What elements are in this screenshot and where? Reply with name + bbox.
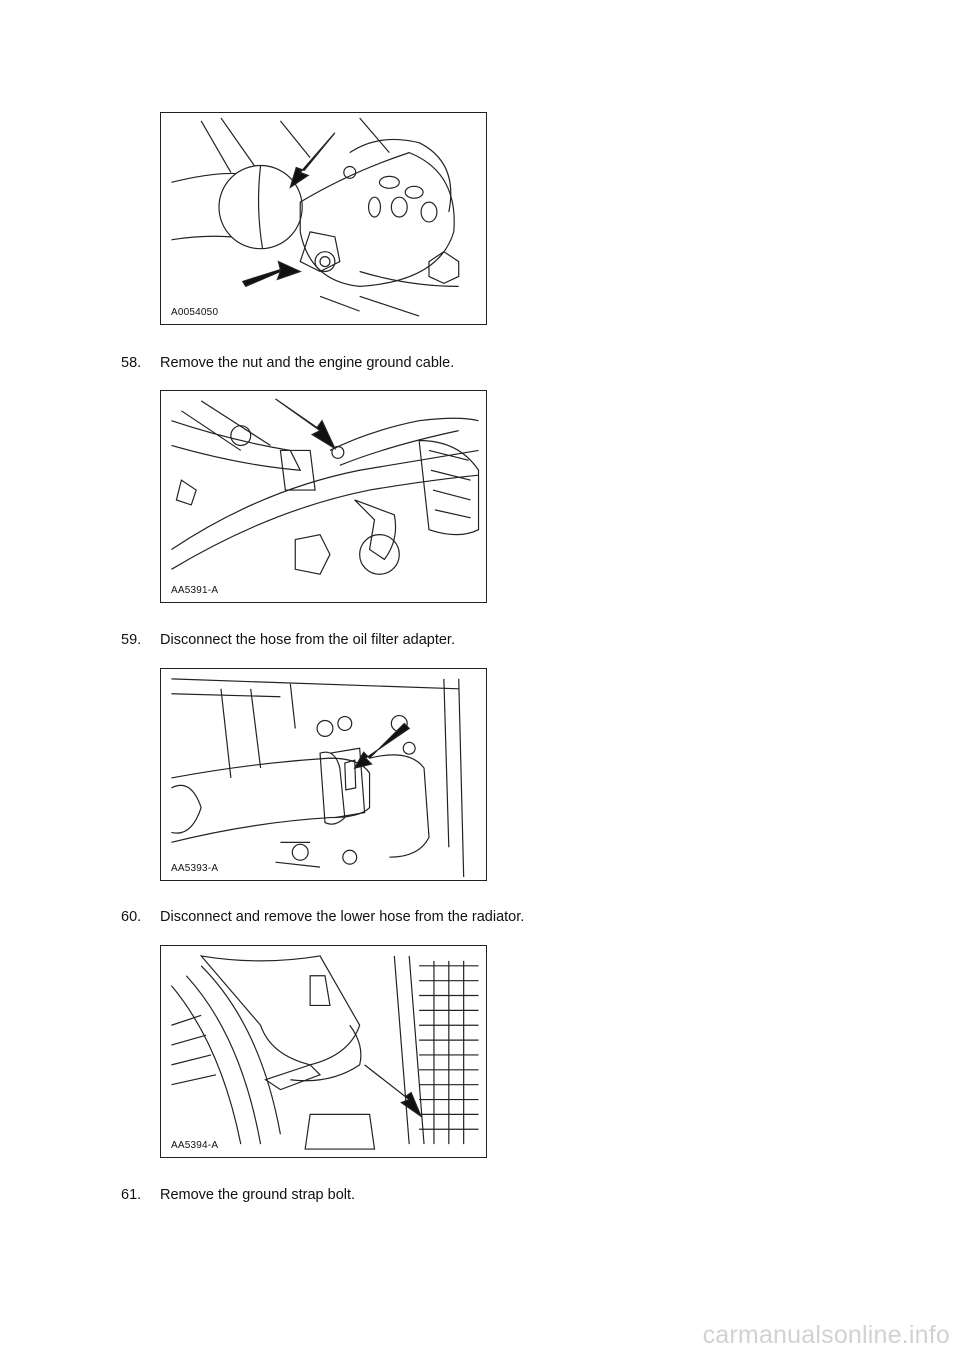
step-number: 60.: [121, 909, 142, 925]
step-text: Disconnect the hose from the oil filter …: [160, 632, 455, 648]
figure-lower-radiator-hose: AA5393-A: [160, 668, 487, 881]
ground-cable-illustration: [171, 117, 460, 317]
figure-ground-strap-bolt: AA5394-A: [160, 945, 487, 1158]
step-59: 59. Disconnect the hose from the oil filt…: [121, 631, 455, 649]
step-text: Remove the nut and the engine ground cab…: [160, 355, 455, 371]
step-number: 58.: [121, 355, 142, 371]
ground-strap-bolt-illustration: [170, 955, 479, 1150]
lower-radiator-hose-illustration: [171, 678, 465, 878]
figure-oil-filter-hose: AA5391-A: [160, 390, 487, 603]
figure-code: AA5394-A: [169, 1140, 221, 1151]
figure-ground-cable: A0054050: [160, 112, 487, 325]
step-61: 61. Remove the ground strap bolt.: [121, 1186, 355, 1204]
figure-code: AA5393-A: [169, 863, 221, 874]
watermark: carmanualsonline.info: [702, 1321, 950, 1349]
step-60: 60. Disconnect and remove the lower hose …: [121, 908, 524, 926]
figure-code: AA5391-A: [169, 585, 221, 596]
step-text: Remove the ground strap bolt.: [160, 1187, 356, 1203]
step-text: Disconnect and remove the lower hose fro…: [160, 909, 525, 925]
figure-code: A0054050: [169, 307, 221, 318]
step-number: 61.: [121, 1187, 142, 1203]
oil-filter-hose-illustration: [171, 398, 480, 575]
step-number: 59.: [121, 632, 142, 648]
step-58: 58. Remove the nut and the engine ground …: [121, 354, 454, 372]
